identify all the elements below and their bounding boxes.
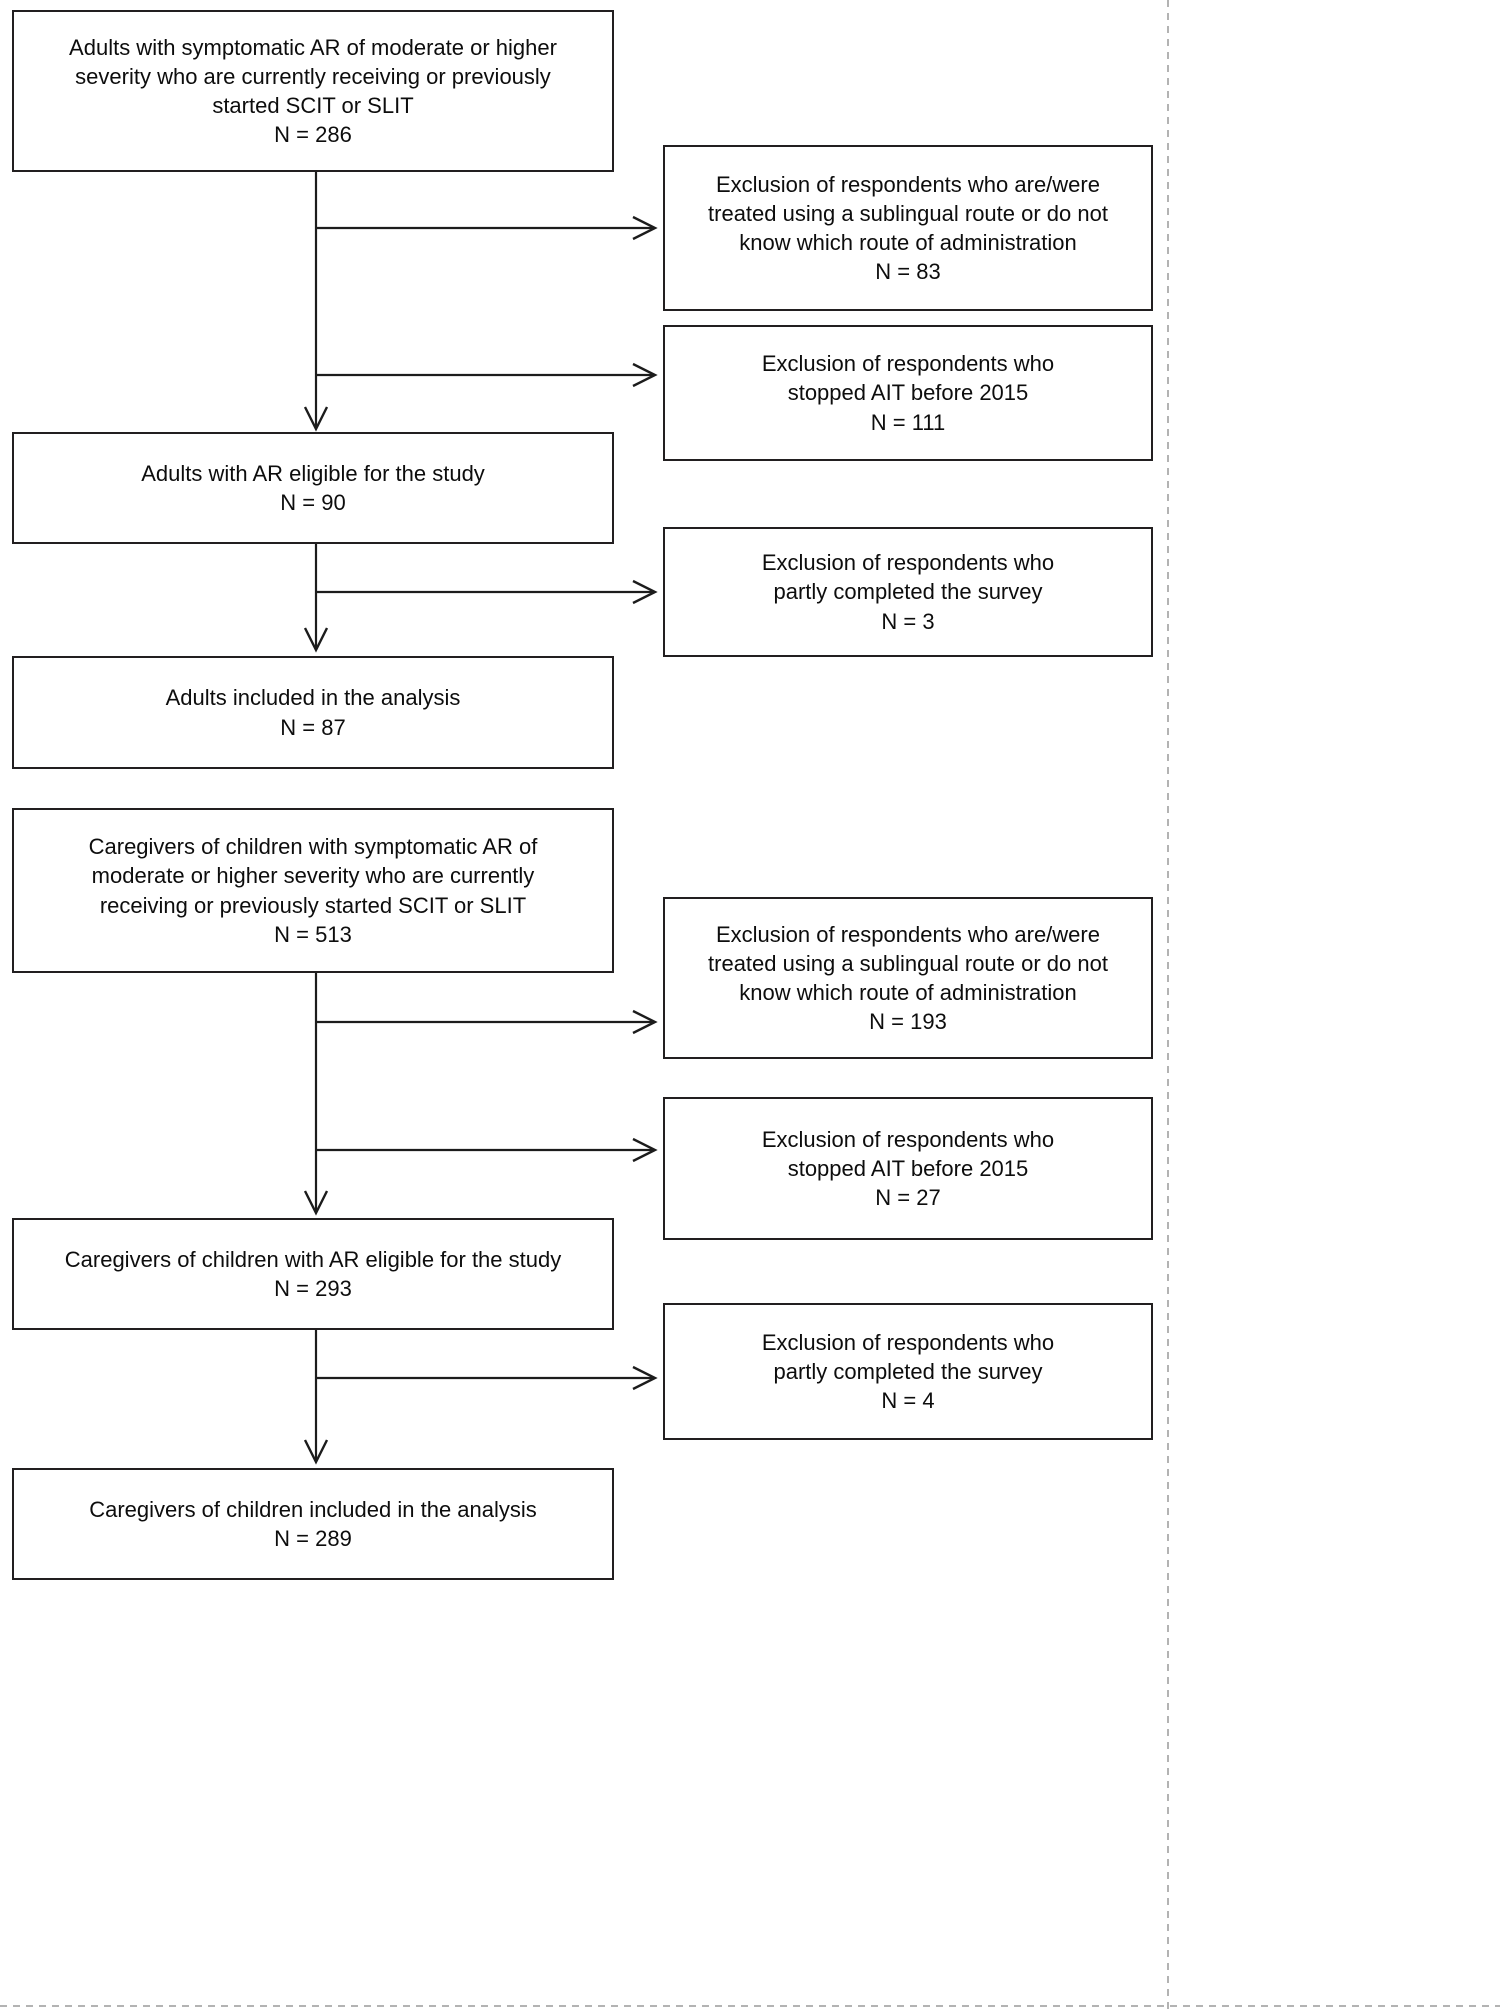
flow-box-adults-eligible-label: Adults with AR eligible for the study [141, 460, 485, 486]
flow-box-caregivers-eligible-label: Caregivers of children with AR eligible … [64, 1246, 562, 1272]
exclusion-box-caregivers-route-label: Exclusion of respondents who are/were tr… [708, 921, 1108, 1005]
flow-box-caregivers-included: Caregivers of children included in the a… [12, 1468, 614, 1580]
flow-box-adults-initial: Adults with symptomatic AR of moderate o… [12, 10, 614, 172]
exclusion-box-adults-stopped-count: N = 111 [870, 409, 946, 435]
exclusion-box-adults-partial-label: Exclusion of respondents who partly comp… [761, 550, 1055, 605]
exclusion-box-adults-partial: Exclusion of respondents who partly comp… [663, 527, 1153, 657]
flow-box-adults-included: Adults included in the analysis N = 87 [12, 656, 614, 769]
flow-box-caregivers-initial-label: Caregivers of children with symptomatic … [88, 834, 538, 918]
flow-box-caregivers-eligible: Caregivers of children with AR eligible … [12, 1218, 614, 1330]
exclusion-box-adults-partial-count: N = 3 [881, 608, 935, 634]
exclusion-box-caregivers-stopped-label: Exclusion of respondents who stopped AIT… [761, 1126, 1055, 1181]
flow-box-adults-included-count: N = 87 [280, 714, 346, 740]
flow-box-caregivers-initial: Caregivers of children with symptomatic … [12, 808, 614, 973]
exclusion-box-caregivers-route-count: N = 193 [869, 1009, 947, 1035]
exclusion-box-caregivers-partial-label: Exclusion of respondents who partly comp… [761, 1329, 1055, 1384]
exclusion-box-caregivers-stopped-count: N = 27 [875, 1185, 941, 1211]
exclusion-box-adults-route-label: Exclusion of respondents who are/were tr… [708, 171, 1108, 255]
exclusion-box-caregivers-stopped: Exclusion of respondents who stopped AIT… [663, 1097, 1153, 1240]
flow-box-adults-included-label: Adults included in the analysis [165, 685, 461, 711]
exclusion-box-caregivers-partial: Exclusion of respondents who partly comp… [663, 1303, 1153, 1440]
flow-box-adults-initial-count: N = 286 [274, 122, 352, 148]
flow-box-adults-eligible: Adults with AR eligible for the study N … [12, 432, 614, 544]
flow-box-caregivers-eligible-count: N = 293 [274, 1276, 352, 1301]
exclusion-box-caregivers-partial-count: N = 4 [881, 1388, 935, 1414]
exclusion-box-adults-stopped-label: Exclusion of respondents who stopped AIT… [761, 351, 1055, 406]
exclusion-box-adults-route: Exclusion of respondents who are/were tr… [663, 145, 1153, 311]
exclusion-box-adults-stopped: Exclusion of respondents who stopped AIT… [663, 325, 1153, 461]
exclusion-box-caregivers-route: Exclusion of respondents who are/were tr… [663, 897, 1153, 1059]
exclusion-box-adults-route-count: N = 83 [875, 259, 941, 285]
flow-box-adults-initial-label: Adults with symptomatic AR of moderate o… [69, 34, 557, 118]
flow-box-caregivers-included-count: N = 289 [274, 1526, 352, 1551]
flow-box-caregivers-initial-count: N = 513 [274, 921, 352, 947]
flow-box-caregivers-included-label: Caregivers of children included in the a… [89, 1496, 537, 1522]
flow-box-adults-eligible-count: N = 90 [280, 490, 346, 515]
